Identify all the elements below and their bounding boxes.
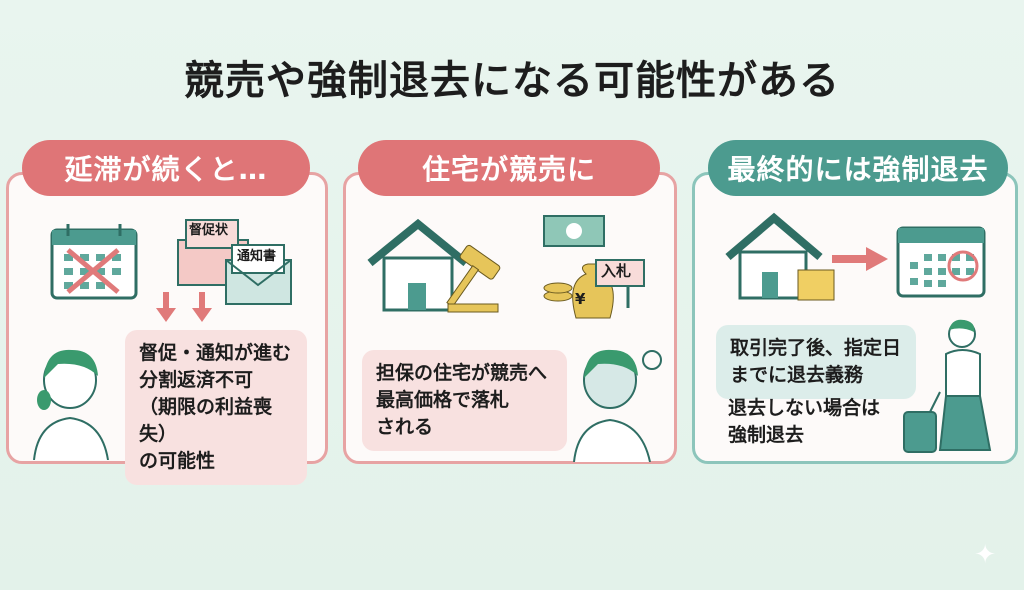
yen-symbol: ¥ bbox=[575, 290, 586, 308]
speech-bubble-delinquency: 督促・通知が進む 分割返済不可 （期限の利益喪失） の可能性 bbox=[125, 330, 307, 485]
page-title: 競売や強制退去になる可能性がある bbox=[184, 58, 840, 104]
worried-person-icon bbox=[33, 349, 109, 460]
panel-header-delinquency: 延滞が続くと… bbox=[22, 140, 310, 196]
bubble-line: （期限の利益喪失） bbox=[139, 396, 273, 445]
speech-bubble-eviction: 取引完了後、指定日 までに退去義務 bbox=[716, 325, 916, 399]
letter-label-dunning: 督促状 bbox=[189, 223, 229, 238]
house-box-icon bbox=[725, 212, 835, 301]
down-arrows-icon bbox=[156, 292, 212, 322]
bid-sign-label: 入札 bbox=[601, 262, 632, 280]
note-line: 強制退去 bbox=[728, 424, 805, 446]
bubble-line: 分割返済不可 bbox=[139, 369, 254, 391]
bubble-line: までに退去義務 bbox=[730, 364, 864, 386]
bubble-line: 督促・通知が進む bbox=[139, 342, 292, 364]
person-with-suitcase-icon bbox=[903, 319, 992, 453]
calendar-crossed-icon bbox=[50, 224, 138, 300]
eviction-note: 退去しない場合は 強制退去 bbox=[728, 395, 880, 449]
calendar-circled-icon bbox=[896, 226, 986, 298]
envelopes-icon bbox=[177, 219, 292, 305]
bubble-line: 最高価格で落札 bbox=[376, 389, 510, 411]
panel-header-auction: 住宅が競売に bbox=[358, 140, 660, 196]
right-arrow-icon bbox=[832, 247, 888, 271]
bubble-line: される bbox=[376, 416, 434, 438]
panel-header-eviction: 最終的には強制退去 bbox=[708, 140, 1008, 196]
house-gavel-icon bbox=[367, 218, 501, 313]
bubble-line: の可能性 bbox=[139, 450, 216, 472]
speech-bubble-auction: 担保の住宅が競売へ 最高価格で落札 される bbox=[362, 350, 567, 451]
money-bid-icon bbox=[543, 215, 645, 319]
letter-label-notice: 通知書 bbox=[237, 249, 277, 264]
distressed-person-icon bbox=[573, 349, 662, 462]
bubble-line: 担保の住宅が競売へ bbox=[376, 362, 548, 384]
bubble-line: 取引完了後、指定日 bbox=[730, 337, 902, 359]
sparkle-icon: ✦ bbox=[974, 540, 996, 570]
note-line: 退去しない場合は bbox=[728, 397, 881, 419]
